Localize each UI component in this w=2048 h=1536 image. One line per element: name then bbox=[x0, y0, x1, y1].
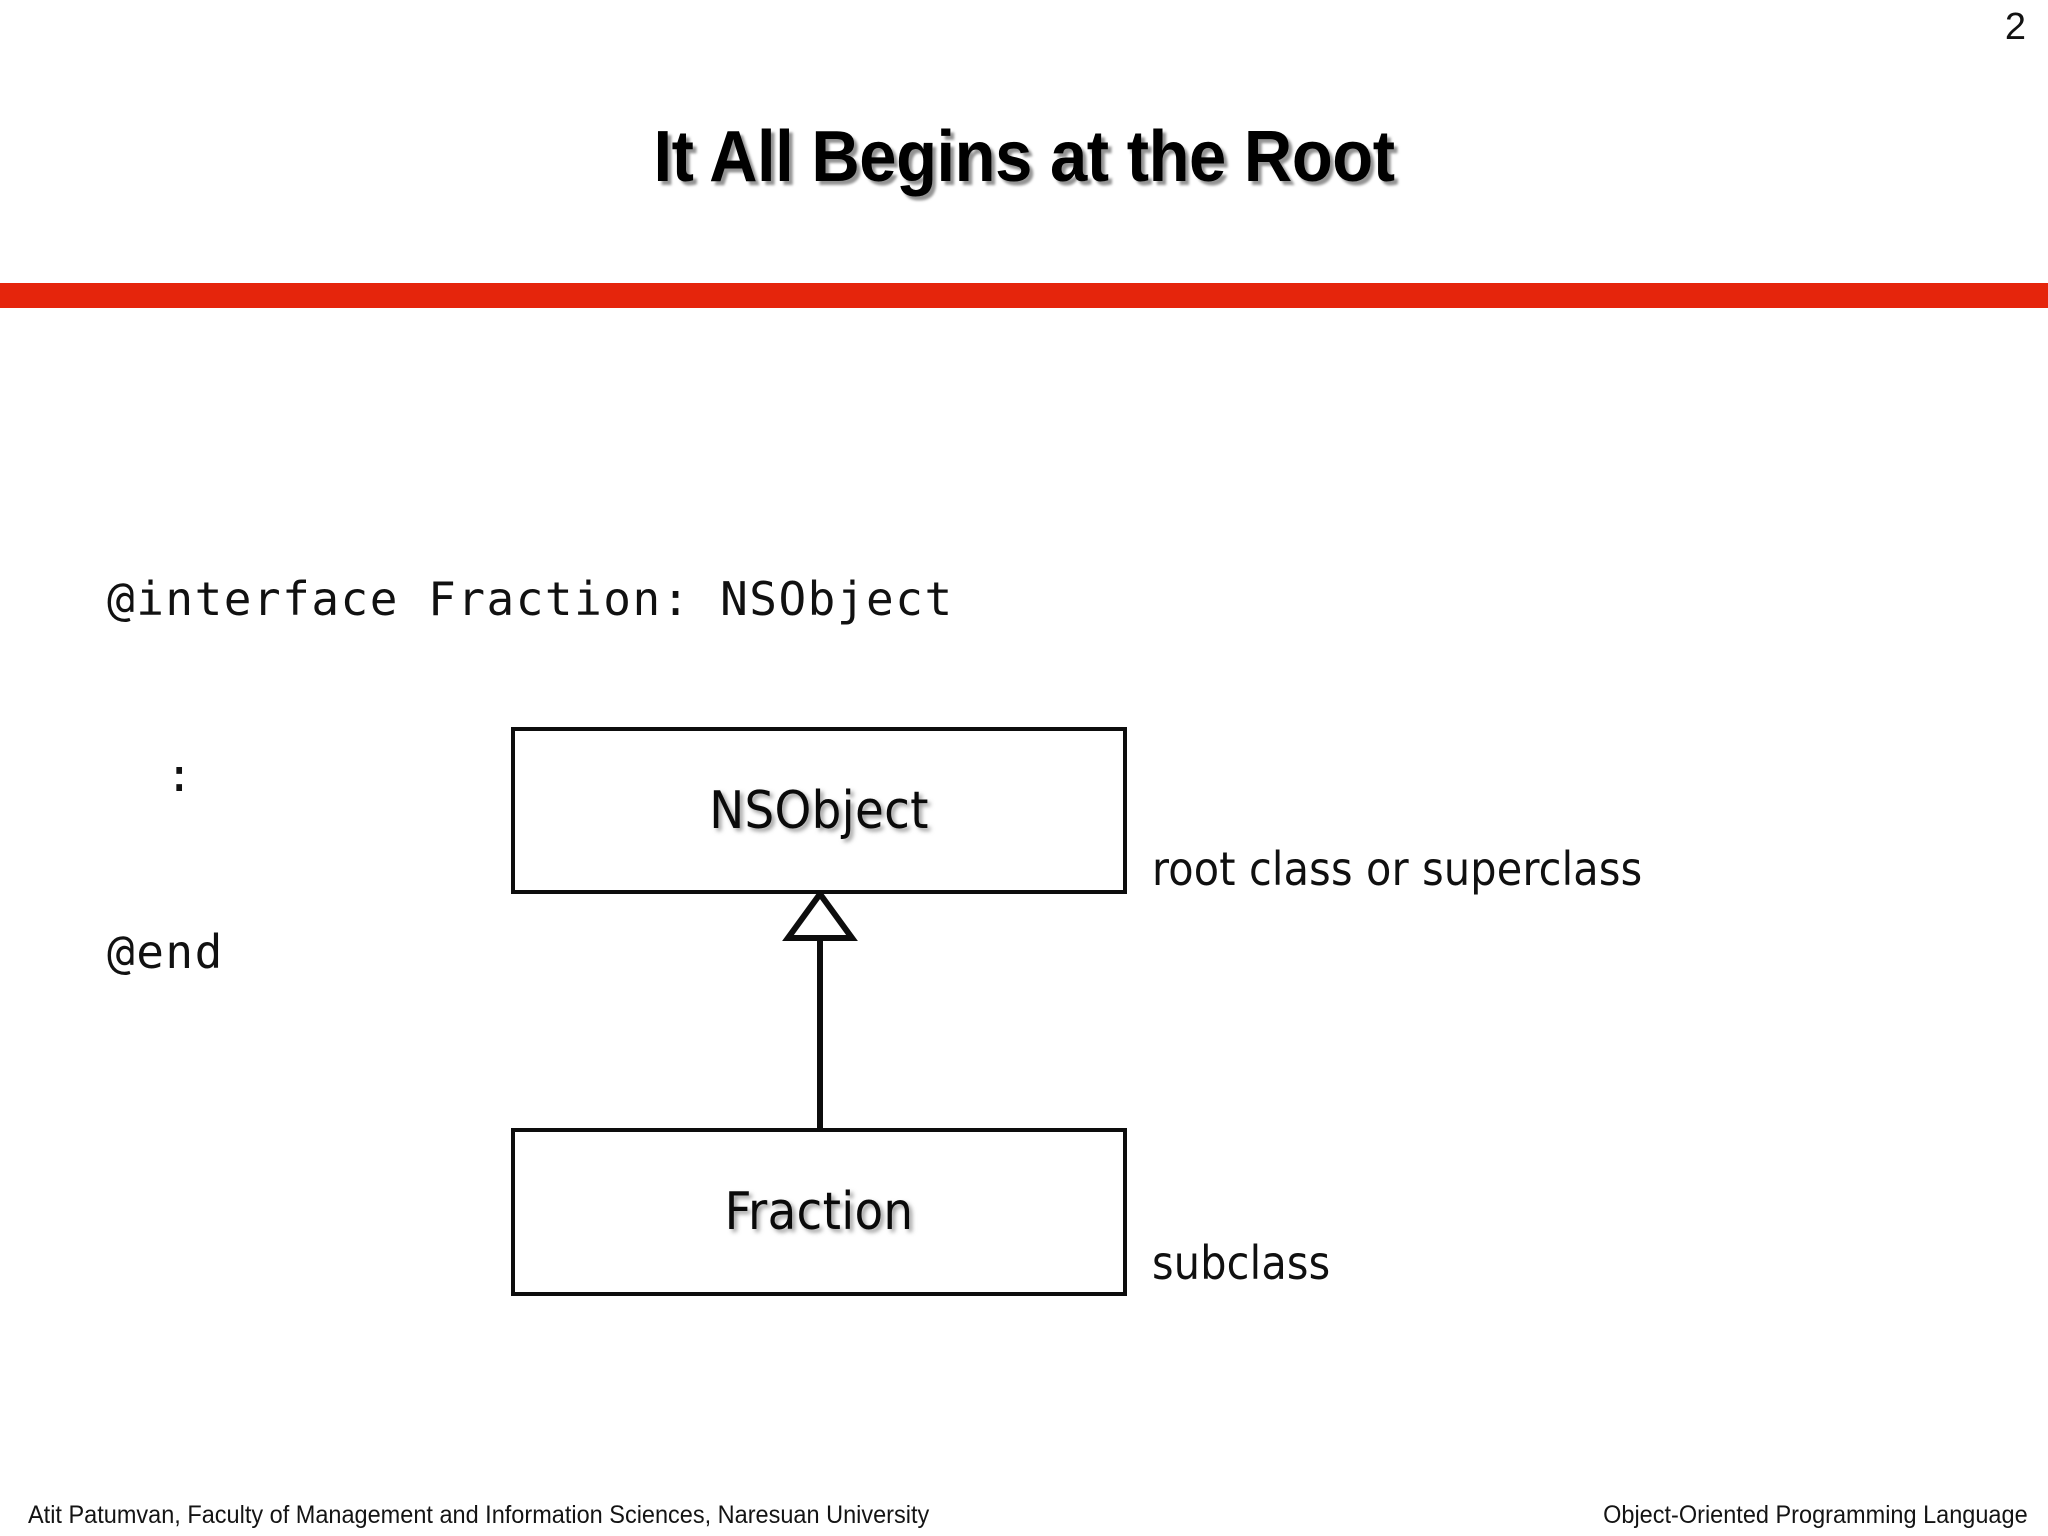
code-block: @interface Fraction: NSObject : @end bbox=[107, 452, 954, 1100]
uml-class-box-superclass: NSObject bbox=[511, 727, 1127, 894]
uml-class-name-subclass: Fraction bbox=[724, 1182, 914, 1242]
annotation-subclass: subclass bbox=[1152, 1236, 1331, 1290]
code-line: @interface Fraction: NSObject bbox=[107, 571, 954, 626]
uml-generalization-arrow bbox=[782, 890, 858, 1135]
uml-class-box-subclass: Fraction bbox=[511, 1128, 1127, 1296]
code-line: : bbox=[107, 748, 195, 803]
page-number: 2 bbox=[2004, 6, 2026, 48]
title-divider-rule bbox=[0, 283, 2048, 308]
annotation-superclass: root class or superclass bbox=[1152, 842, 1643, 896]
uml-class-name-superclass: NSObject bbox=[709, 780, 929, 841]
footer-course: Object-Oriented Programming Language bbox=[1603, 1501, 2028, 1529]
page-title: It All Begins at the Root bbox=[653, 117, 1395, 197]
code-line: @end bbox=[107, 925, 224, 979]
footer-author: Atit Patumvan, Faculty of Management and… bbox=[28, 1501, 930, 1529]
